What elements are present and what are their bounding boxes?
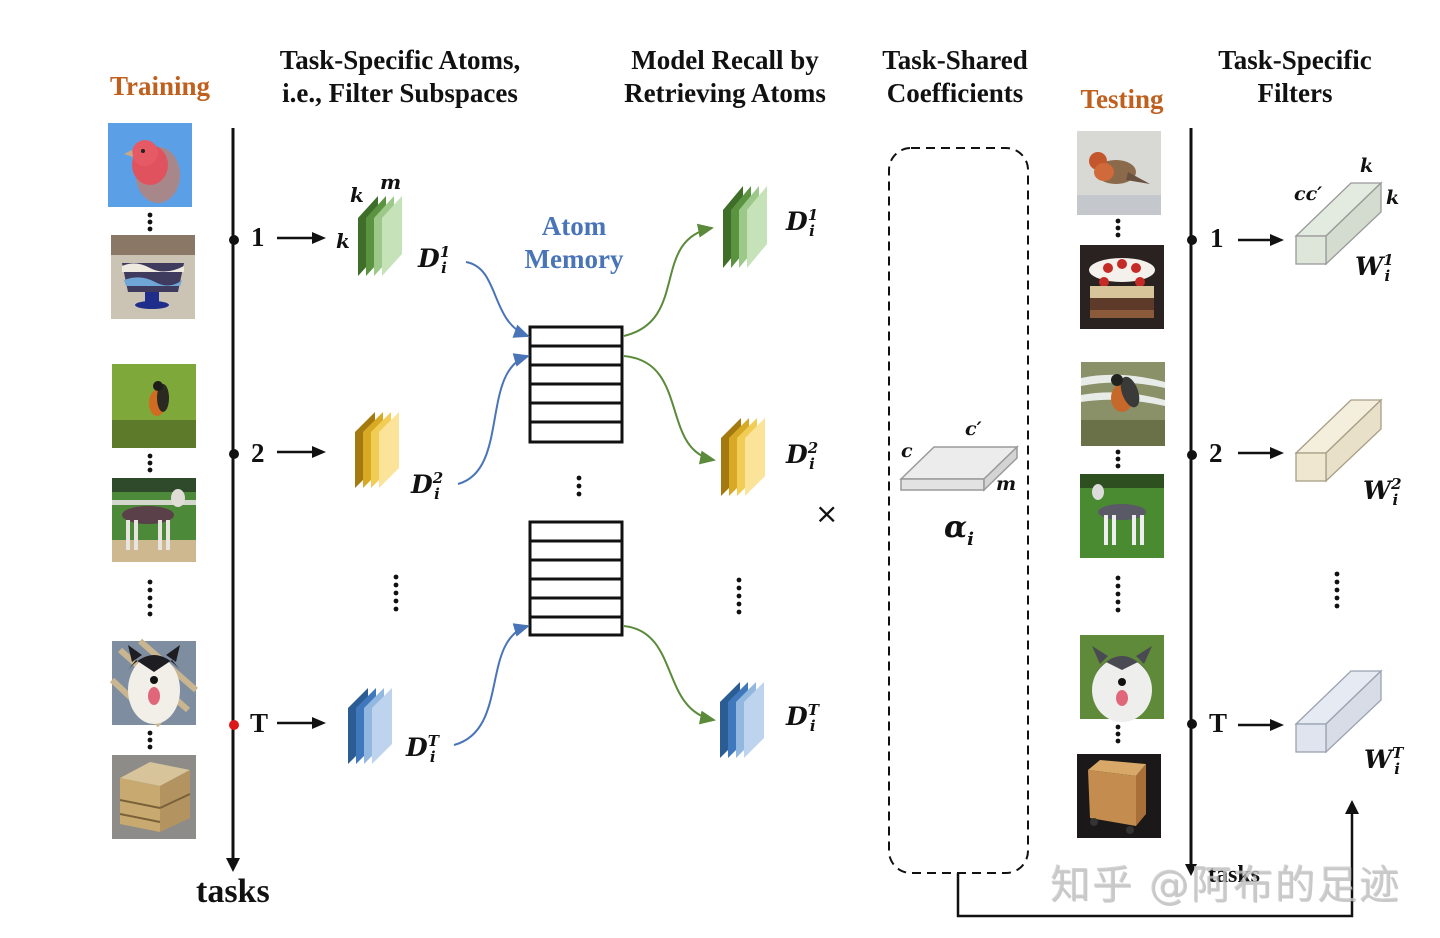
atom-label-1-left: D1i <box>418 243 451 277</box>
testing-tasks-axis-label: tasks <box>1208 862 1261 888</box>
training-task-axis <box>226 128 240 872</box>
recall-header-line1: Model Recall by <box>631 45 819 75</box>
atom-memory-block-bottom <box>528 520 624 637</box>
filter-label-T: WTi <box>1364 744 1404 778</box>
atom-label-2-right: D2i <box>786 439 819 473</box>
dim-m-coef: m <box>996 473 1017 495</box>
filter-box-1 <box>1294 181 1383 266</box>
testing-image-saluki <box>1080 474 1164 558</box>
dim-m-top: m <box>380 170 402 194</box>
atom-label-T-left: DTi <box>406 732 439 766</box>
filter-label-2: W2i <box>1363 475 1402 509</box>
atom-stack-green-right <box>723 186 767 268</box>
shared-header-line1: Task-Shared <box>882 45 1028 75</box>
filter-label-1: W1i <box>1355 251 1394 285</box>
atom-stack-yellow-left <box>355 412 399 488</box>
coefficient-label: αi <box>944 510 974 550</box>
filter-box-2 <box>1294 398 1383 483</box>
testing-header: Testing <box>1080 84 1164 114</box>
training-image-saluki <box>112 478 196 562</box>
atom-stack-blue-right <box>720 682 764 758</box>
filters-header-line1: Task-Specific <box>1218 45 1372 75</box>
training-task-1-label: 1 <box>251 222 265 252</box>
filters-header-line2: Filters <box>1257 78 1333 108</box>
feedback-path <box>956 800 1359 918</box>
testing-image-robin <box>1081 362 1165 446</box>
training-task-2-label: 2 <box>251 438 265 468</box>
ellipsis-dots <box>147 212 1340 750</box>
task-2-dot <box>229 449 239 459</box>
atom-label-1-right: D1i <box>786 206 819 240</box>
atom-memory-block-top <box>528 325 624 444</box>
training-image-crate <box>112 755 196 839</box>
atom-label-T-right: DTi <box>786 701 819 735</box>
atoms-header-line1: Task-Specific Atoms, <box>279 45 521 75</box>
dim-cc-prime: cc′ <box>1294 183 1323 205</box>
training-image-finch <box>108 123 192 207</box>
dim-k-top: k <box>350 183 364 207</box>
training-header: Training <box>109 71 211 101</box>
training-image-husky <box>109 638 198 728</box>
watermark: 知乎 @阿布的足迹 <box>1050 862 1401 908</box>
atom-memory-label: Atom Memory <box>515 210 633 276</box>
testing-image-finch <box>1077 131 1161 215</box>
atom-memory-label-line1: Atom <box>541 211 607 241</box>
testing-task-axis <box>1185 128 1197 876</box>
task-1-dot <box>229 235 239 245</box>
task-T-dot <box>229 720 239 730</box>
testing-task-arrows <box>1238 234 1284 731</box>
multiply-operator: × <box>815 497 839 530</box>
training-task-T-label: T <box>250 708 269 738</box>
atom-stack-blue-left <box>348 688 392 764</box>
recall-header-line2: Retrieving Atoms <box>624 78 826 108</box>
recall-header: Model Recall by Retrieving Atoms <box>605 44 845 110</box>
atom-memory-label-line2: Memory <box>524 244 624 274</box>
dim-c: c <box>901 440 913 462</box>
testing-task-2-label: 2 <box>1209 438 1223 468</box>
atom-label-2-left: D2i <box>411 469 444 503</box>
testing-image-cake <box>1080 245 1164 329</box>
filter-box-T <box>1294 669 1383 754</box>
training-image-robin <box>112 364 196 448</box>
testing-task-1-label: 1 <box>1210 223 1224 253</box>
recall-arrows <box>623 223 716 725</box>
training-task-arrows <box>277 232 326 729</box>
filters-header: Task-Specific Filters <box>1195 44 1395 110</box>
atoms-header-line2: i.e., Filter Subspaces <box>282 78 518 108</box>
shared-header: Task-Shared Coefficients <box>865 44 1045 110</box>
testing-task-T-label: T <box>1209 708 1228 738</box>
atom-stack-green-left <box>358 196 402 276</box>
testing-image-husky <box>1080 635 1164 722</box>
dim-k-side: k <box>336 229 350 253</box>
shared-header-line2: Coefficients <box>886 78 1024 108</box>
atom-stack-yellow-right <box>721 418 765 496</box>
training-image-trifle <box>111 235 195 319</box>
dim-filter-k-side: k <box>1386 187 1400 209</box>
coefficient-slab <box>899 445 1019 492</box>
atoms-header: Task-Specific Atoms, i.e., Filter Subspa… <box>250 44 550 110</box>
dim-filter-k-top: k <box>1360 155 1374 177</box>
store-arrows <box>453 261 530 746</box>
tasks-axis-label: tasks <box>196 873 270 910</box>
dim-c-prime: c′ <box>965 418 982 440</box>
testing-image-box <box>1077 754 1161 838</box>
